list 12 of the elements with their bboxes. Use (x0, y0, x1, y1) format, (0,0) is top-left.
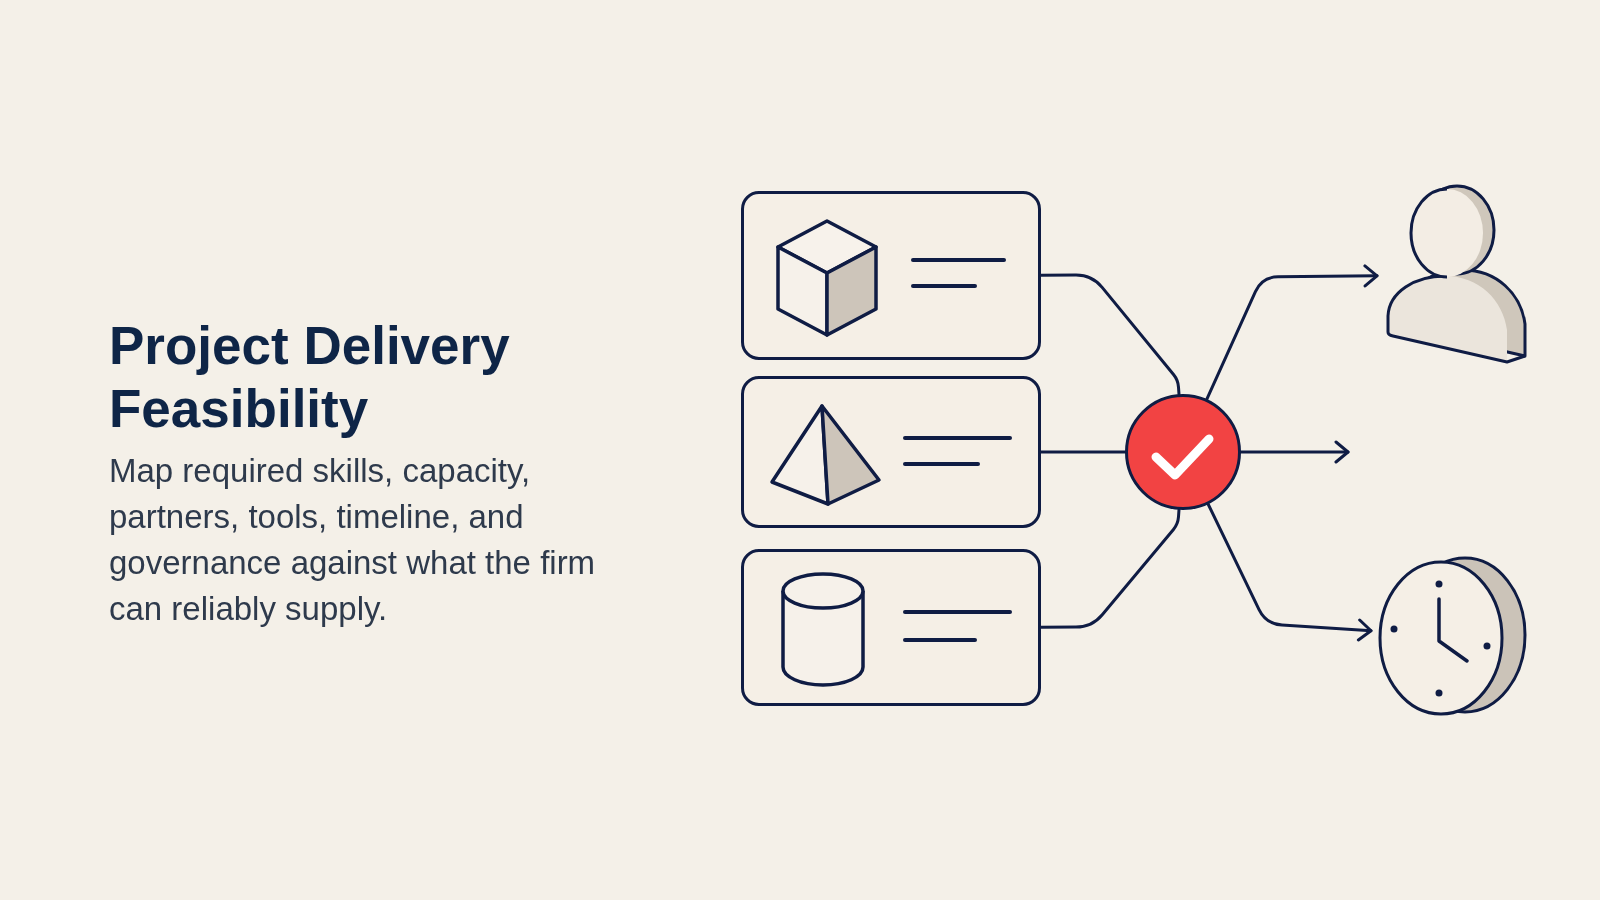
arrow (1206, 502, 1373, 642)
connector-line (1039, 450, 1127, 454)
connector-line (1039, 273, 1181, 396)
card (741, 191, 1041, 360)
title: Project Delivery Feasibility (109, 315, 511, 440)
connector-line (1039, 508, 1181, 629)
card (741, 376, 1041, 528)
clock-icon (1377, 556, 1528, 716)
arrow (1205, 264, 1379, 401)
card (741, 549, 1041, 706)
description: Map required skills, capacity, partners, tools, timeline, and governance against what the firm can reliably supply. (109, 451, 597, 629)
arrow (1239, 440, 1350, 464)
